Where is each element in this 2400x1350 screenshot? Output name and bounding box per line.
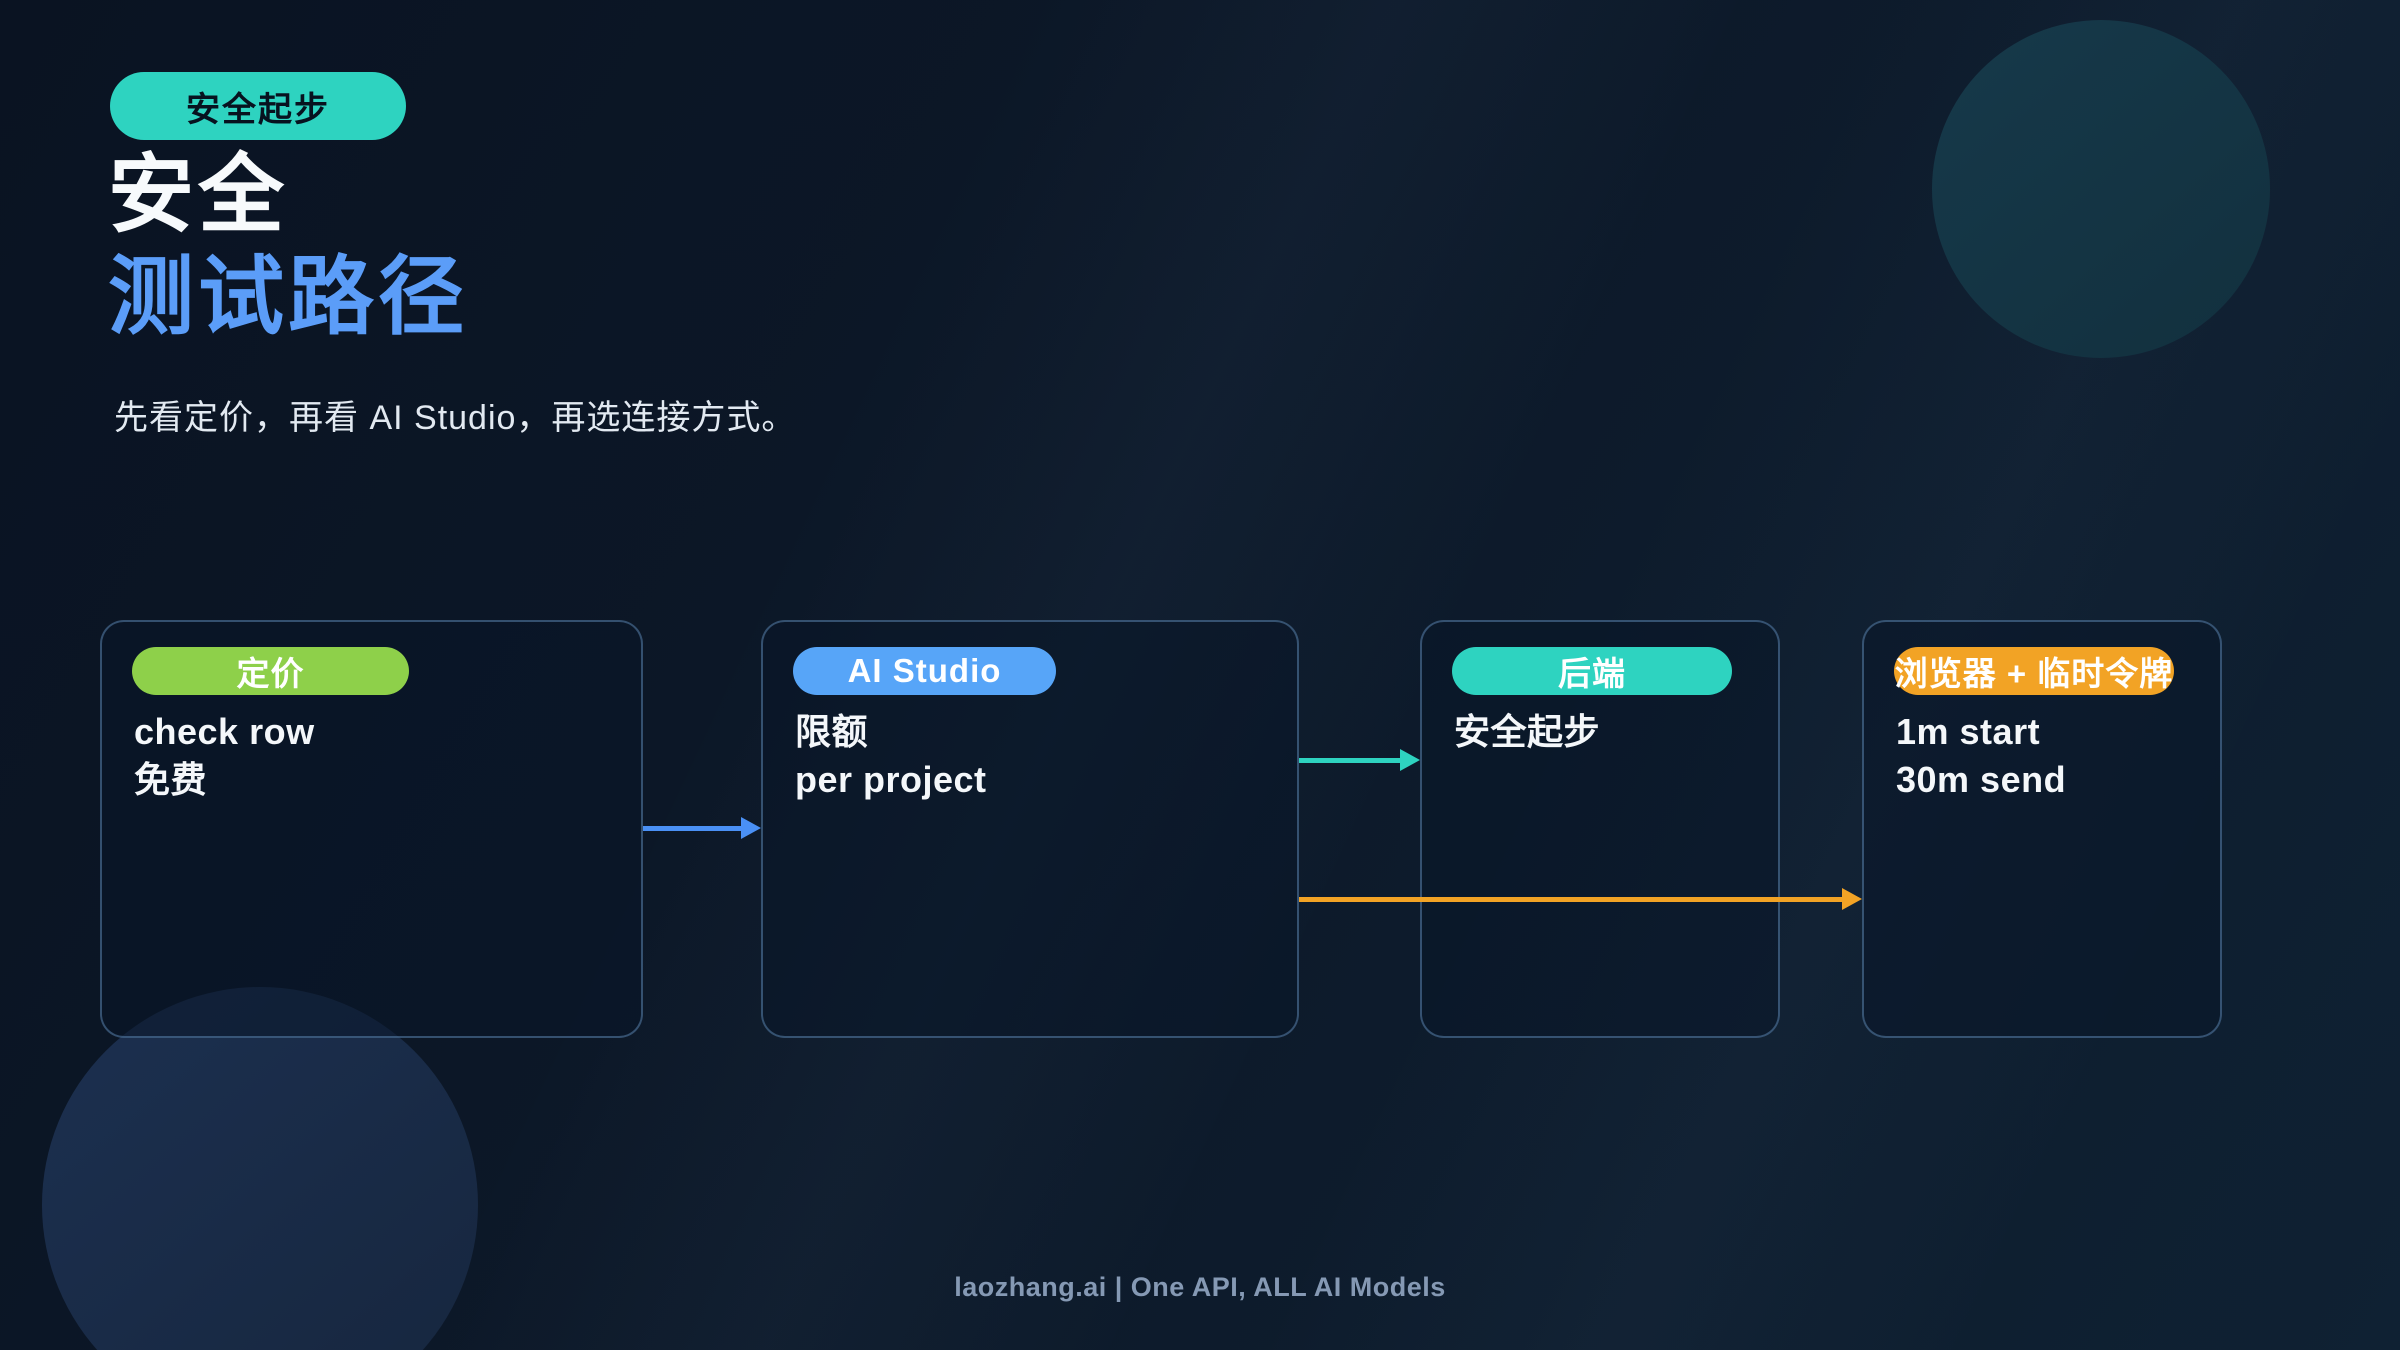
arrow-aistudio-to-browser-icon [1299, 888, 1862, 910]
flow-card-backend: 后端 安全起步 [1420, 620, 1780, 1038]
card-pill-ai-studio: AI Studio [793, 647, 1056, 695]
header-badge: 安全起步 [110, 72, 406, 140]
decor-circle-bottom-left [42, 987, 478, 1350]
arrow-shaft [643, 826, 741, 831]
card-body-pricing: check row 免费 [134, 708, 617, 804]
card-text-line: 限额 [795, 711, 869, 752]
card-text-line: 30m send [1896, 759, 2067, 800]
card-pill-backend: 后端 [1452, 647, 1732, 695]
card-text-line: check row [134, 711, 315, 752]
card-text-line: 安全起步 [1454, 711, 1601, 752]
card-text-line: 免费 [134, 759, 208, 800]
flow-card-browser-token: 浏览器 + 临时令牌 1m start 30m send [1862, 620, 2222, 1038]
card-pill-pricing: 定价 [132, 647, 409, 695]
arrow-head [1842, 888, 1862, 910]
flow-card-pricing: 定价 check row 免费 [100, 620, 643, 1038]
page-title-line-2: 测试路径 [108, 249, 468, 345]
decor-circle-top-right [1932, 20, 2270, 358]
card-body-backend: 安全起步 [1454, 708, 1754, 756]
arrow-head [1400, 749, 1420, 771]
arrow-shaft [1299, 758, 1400, 763]
arrow-head [741, 817, 761, 839]
card-body-ai-studio: 限额 per project [795, 708, 1273, 804]
card-pill-browser-token: 浏览器 + 临时令牌 [1894, 647, 2174, 695]
footer-brand-text: laozhang.ai | One API, ALL AI Models [954, 1272, 1446, 1302]
arrow-pricing-to-aistudio-icon [643, 817, 761, 839]
arrow-aistudio-to-backend-icon [1299, 749, 1420, 771]
page-title-line-1: 安全 [108, 147, 288, 243]
card-text-line: 1m start [1896, 711, 2041, 752]
card-body-browser-token: 1m start 30m send [1896, 708, 2196, 804]
flow-card-ai-studio: AI Studio 限额 per project [761, 620, 1299, 1038]
arrow-shaft [1299, 897, 1842, 902]
card-text-line: per project [795, 759, 987, 800]
page-subtitle: 先看定价，再看 AI Studio，再选连接方式。 [114, 399, 797, 437]
